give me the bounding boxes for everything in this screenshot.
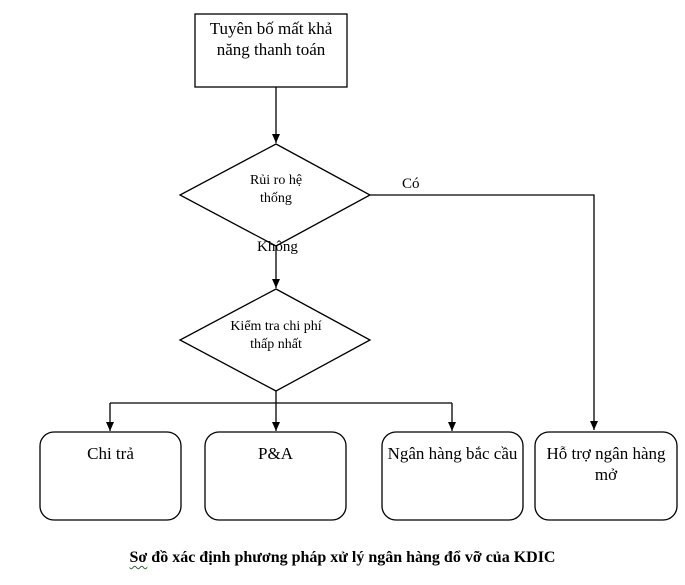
caption-first-word: Sơ — [129, 549, 148, 566]
pa-label: P&A — [258, 444, 293, 463]
edge-risk-yes — [370, 194, 598, 430]
pa-box — [204, 431, 347, 521]
open-bank-box — [534, 431, 678, 521]
open-bank-label: Hỗ trợ ngân hàng mở — [546, 444, 666, 485]
declare-insolvency-label: Tuyên bố mất khả năng thanh toán — [209, 19, 333, 60]
edge-label-yes: Có — [402, 176, 420, 192]
least-cost-label: Kiểm tra chi phí thấp nhất — [230, 319, 322, 352]
bridge-bank-box — [381, 431, 524, 521]
systemic-risk-label: Rủi ro hệ thống — [249, 173, 303, 206]
declare-insolvency-box — [194, 13, 348, 88]
payout-label: Chi trả — [87, 444, 134, 463]
caption-rest: đồ xác định phương pháp xử lý ngân hàng … — [147, 549, 556, 566]
bridge-bank-label: Ngân hàng bắc cầu — [387, 444, 518, 463]
diagram-caption: Sơ đồ xác định phương pháp xử lý ngân hà… — [0, 549, 685, 567]
edge-label-no: Không — [257, 239, 298, 255]
payout-box — [39, 431, 182, 521]
